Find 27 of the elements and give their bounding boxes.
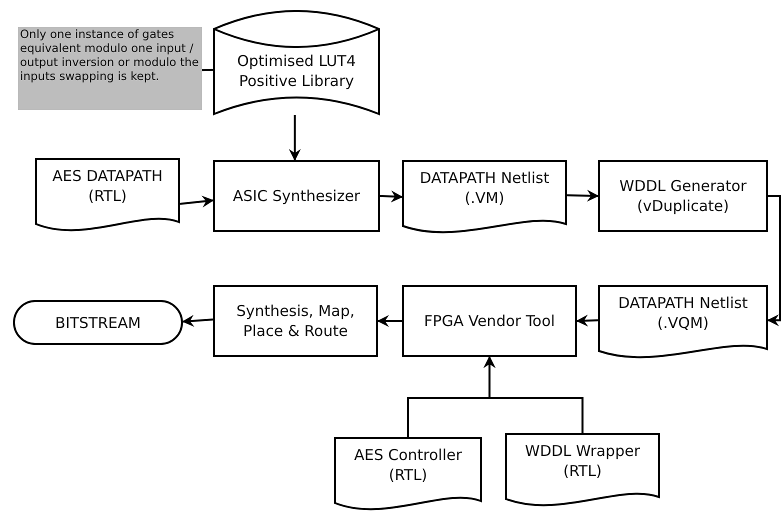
arrow [767,195,781,326]
node-label: DATAPATH Netlist (.VQM) [617,293,749,333]
node-label: BITSTREAM [54,312,142,332]
arrow [576,314,598,327]
node-label: WDDL Generator (vDuplicate) [618,176,748,216]
process-box [213,285,378,357]
node-label: WDDL Wrapper (RTL) [524,441,641,481]
node-label: Synthesis, Map, Place & Route [235,301,356,341]
node-label: DATAPATH Netlist (.VM) [418,168,550,208]
arrow [377,315,402,327]
node-label: FPGA Vendor Tool [423,311,556,331]
arrow [288,115,301,161]
node-label: ASIC Synthesizer [232,186,362,206]
arrow [380,190,403,202]
note-box [18,27,202,110]
node-label: Optimised LUT4 Positive Library [236,51,357,91]
process-box [213,160,380,232]
node-label: AES Controller (RTL) [353,445,463,485]
process-box [402,285,577,357]
arrow [182,314,214,327]
terminator-shape [13,300,183,345]
process-box [598,160,768,232]
arrow [484,356,584,433]
note-text: Only one instance of gates equivalent modulo one input / output inversion or modulo the inputs swapping is kept. [20,27,200,83]
node-label: AES DATAPATH (RTL) [51,166,164,206]
arrow [566,190,599,202]
arrow [180,196,214,208]
